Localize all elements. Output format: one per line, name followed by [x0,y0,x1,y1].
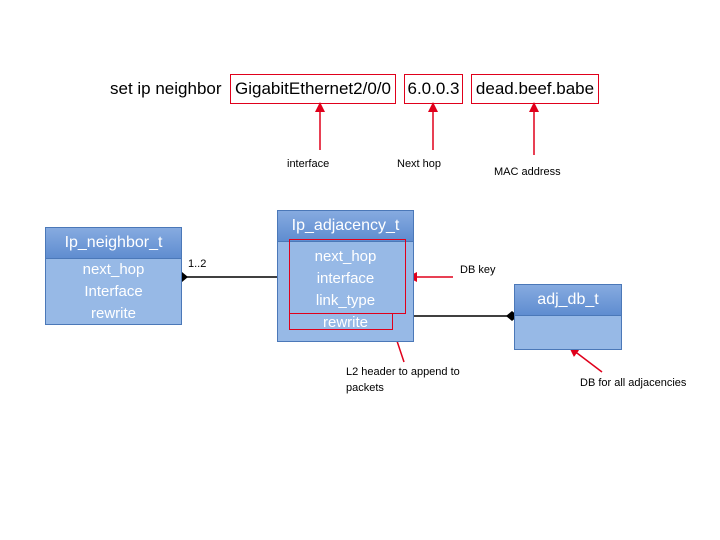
ip-adjacency-class: Ip_adjacency_t next_hop interface link_t… [277,210,414,342]
ip-adjacency-title: Ip_adjacency_t [278,211,413,242]
arg-mac-box: dead.beef.babe [471,74,599,104]
adj-db-title: adj_db_t [515,285,621,316]
ip-adjacency-field-rewrite: rewrite [322,314,368,331]
db-key-note: DB key [460,264,496,276]
rewrite-note: L2 header to append to packets [346,366,460,394]
multiplicity-label: 1..2 [188,258,207,270]
adj-db-note-arrow [569,346,603,373]
rewrite-highlight [289,313,393,330]
ip-neighbor-class: Ip_neighbor_t next_hop Interface rewrite [45,227,182,325]
ip-neighbor-title: Ip_neighbor_t [46,228,181,259]
interface-note: interface [287,158,330,170]
ip-neighbor-field-interface: Interface [84,283,143,300]
adj-db-note: DB for all adjacencies [580,377,687,389]
mac-address-note: MAC address [494,166,561,178]
adj-db-class: adj_db_t [514,284,622,350]
ip-adjacency-field-link-type: link_type [315,292,376,309]
arg-interface-box: GigabitEthernet2/0/0 [230,74,396,104]
db-key-highlight [289,239,406,314]
ip-neighbor-field-rewrite: rewrite [90,305,136,322]
command-prefix: set ip neighbor [110,79,222,98]
next-hop-note: Next hop [397,158,442,170]
arg-next-hop-box: 6.0.0.3 [404,74,463,104]
ip-neighbor-field-next-hop: next_hop [82,261,145,278]
ip-adjacency-field-interface: interface [316,270,375,287]
ip-adjacency-field-next-hop: next_hop [314,248,377,265]
